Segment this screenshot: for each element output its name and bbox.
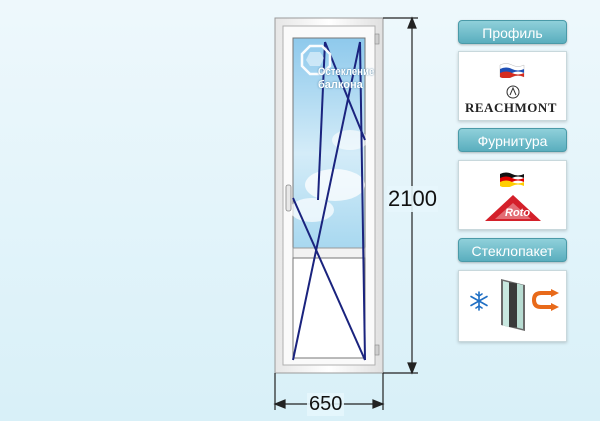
hardware-brand: Roto	[505, 207, 531, 219]
glass-unit-icon	[501, 279, 525, 331]
hardware-card[interactable]: Roto	[458, 160, 567, 230]
watermark-line2: балкона	[318, 79, 363, 91]
door-diagram	[273, 16, 418, 410]
door-handle	[285, 184, 292, 212]
tilt-turn-lines	[292, 41, 366, 361]
glazing-card[interactable]	[458, 270, 567, 342]
roto-logo-icon	[485, 195, 541, 221]
width-label: 650	[307, 393, 345, 416]
germany-flag-icon	[500, 172, 524, 187]
heat-return-icon	[531, 289, 559, 311]
watermark-line1: Остекление	[318, 66, 375, 78]
profile-brand: REACHMONT	[465, 100, 557, 115]
watermark-logo-icon	[300, 44, 332, 76]
tab-profile[interactable]: Профиль	[458, 20, 567, 44]
profile-card[interactable]: REACHMONT	[458, 51, 567, 121]
tab-hardware[interactable]: Фурнитура	[458, 128, 567, 152]
russia-flag-icon	[499, 63, 525, 78]
snowflake-icon	[470, 291, 488, 311]
door-transom	[292, 247, 366, 259]
height-label: 2100	[387, 186, 438, 212]
tab-glazing[interactable]: Стеклопакет	[458, 238, 567, 262]
reachmont-emblem-icon	[506, 85, 520, 99]
